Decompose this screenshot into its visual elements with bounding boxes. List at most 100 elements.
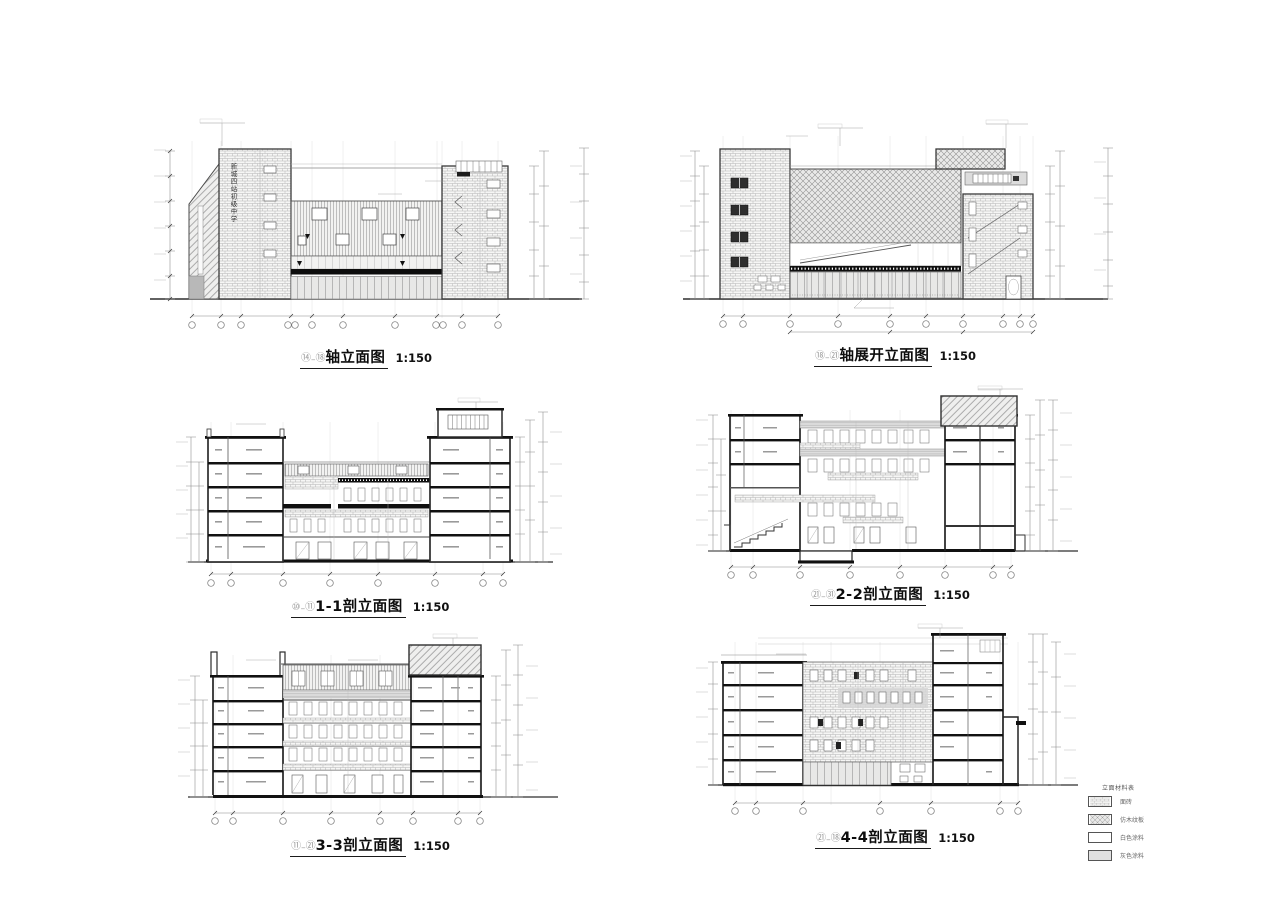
drawing-scale: 1:150: [413, 839, 450, 853]
room-labels: [728, 672, 776, 773]
louver-band: [799, 448, 946, 457]
brick-band: [734, 494, 876, 503]
grid-bubble-label: ⑪: [305, 602, 316, 613]
dimension-chain-left: [176, 436, 204, 563]
bottom-dimensions: [207, 571, 507, 587]
basement-pit: [798, 550, 854, 564]
bottom-dimensions: [731, 800, 1022, 815]
grid-bubbles: [719, 320, 1037, 328]
grid-bubble-label: ㉑: [829, 351, 840, 362]
grid-lines: [730, 410, 1012, 570]
grid-bubbles: [188, 321, 502, 329]
right-section-block: [408, 675, 484, 795]
dimension-chain-left: [680, 150, 709, 300]
window-row-1: [807, 429, 930, 444]
grid-bubbles: [207, 579, 507, 587]
window-row-2: [842, 691, 923, 704]
marker-triangle: [400, 261, 405, 266]
grid-bubbles: [727, 571, 1015, 579]
door: [1005, 275, 1022, 300]
gray-swatch: [1088, 850, 1112, 861]
drawing-scale: 1:150: [395, 351, 433, 365]
stair-steps: [734, 523, 783, 548]
ground-floor-doors: [291, 774, 404, 794]
drawing-title-text: 4-4剖立面图: [840, 830, 929, 846]
right-brick-tower: [962, 171, 1034, 300]
dimension-chain-left: [178, 675, 208, 798]
dimension-chain-left: [696, 661, 718, 786]
drawing-title-text: 3-3剖立面图: [315, 838, 404, 854]
callout-annotations: [236, 397, 498, 425]
black-band: [338, 504, 430, 509]
parapet-hatch-block: [940, 395, 1018, 427]
school-name-vertical-text: 新城四站初级中学: [229, 162, 237, 223]
grid-bubble-label: ⑱: [315, 353, 326, 364]
marker-triangle: [305, 234, 310, 239]
callout-annotations: [246, 633, 478, 661]
ground-beam: [852, 549, 1015, 552]
louver-band: [282, 689, 412, 699]
center-elevation: [283, 461, 430, 560]
section-3-3-drawing: [178, 633, 558, 825]
legend-item: 白色涂料: [1088, 832, 1204, 843]
bottom-dimensions: [719, 313, 1037, 335]
callout-annotations: [786, 119, 1028, 148]
base-strip: [789, 271, 962, 299]
drawing-scale: 1:150: [938, 831, 975, 845]
dimension-chain-right: [491, 644, 538, 798]
dimension-chain-left: [154, 148, 175, 302]
chevron-stair-marks: [454, 195, 463, 265]
right-section-block: [931, 633, 1026, 785]
legend-item: 灰色涂料: [1088, 850, 1204, 861]
room-labels: [418, 687, 474, 783]
bottom-dimensions: [211, 810, 484, 825]
left-section-block: [210, 675, 288, 795]
toothed-band: [790, 266, 961, 272]
dimension-chain-right: [515, 411, 562, 563]
dimension-chain-right: [529, 147, 589, 300]
ground-floor-doors: [295, 541, 418, 560]
drawing-scale: 1:150: [939, 349, 977, 363]
material-legend: 立面材料表 面砖 仿木纹板 白色涂料 灰色涂料: [1088, 783, 1204, 868]
callout-annotations: [776, 623, 963, 655]
grid-bubbles: [211, 817, 484, 825]
parapet-hatch-block: [408, 644, 482, 676]
dimension-chain-right: [1025, 399, 1072, 552]
section-4-4-drawing: [696, 623, 1078, 815]
white-swatch: [1088, 832, 1112, 843]
left-brick-tower: [719, 148, 791, 300]
grid-bubble-label: ⑪: [291, 841, 302, 852]
elevation-a-panel: 新城四站初级中学: [140, 106, 592, 369]
column-band: [290, 255, 443, 270]
center-roof-hatch: [789, 165, 962, 309]
grid-bubble-label: ⑱: [814, 351, 825, 362]
sloped-wall: [188, 162, 220, 300]
right-brick-tower: [441, 160, 509, 300]
marker-triangle: [400, 234, 405, 239]
window-row-2: [289, 518, 422, 533]
elevation-b-drawing: [680, 119, 1113, 335]
legend-item-label: 白色涂料: [1120, 835, 1145, 842]
grid-bubble-label: ⑭: [300, 353, 311, 364]
drawing-title-text: 2-2剖立面图: [835, 587, 924, 603]
room-labels: [215, 449, 265, 548]
legend-item: 仿木纹板: [1088, 814, 1204, 825]
stair-line: [967, 237, 1021, 275]
window-row-1: [809, 669, 917, 682]
base-strip: [802, 761, 892, 786]
drawing-title-text: 轴立面图: [325, 350, 386, 366]
ground-beam: [206, 559, 513, 563]
callout-annotations: [977, 385, 1023, 395]
center-block: [290, 163, 443, 300]
section-2-2-drawing: [696, 385, 1078, 579]
bottom-dimensions: [727, 564, 1015, 579]
